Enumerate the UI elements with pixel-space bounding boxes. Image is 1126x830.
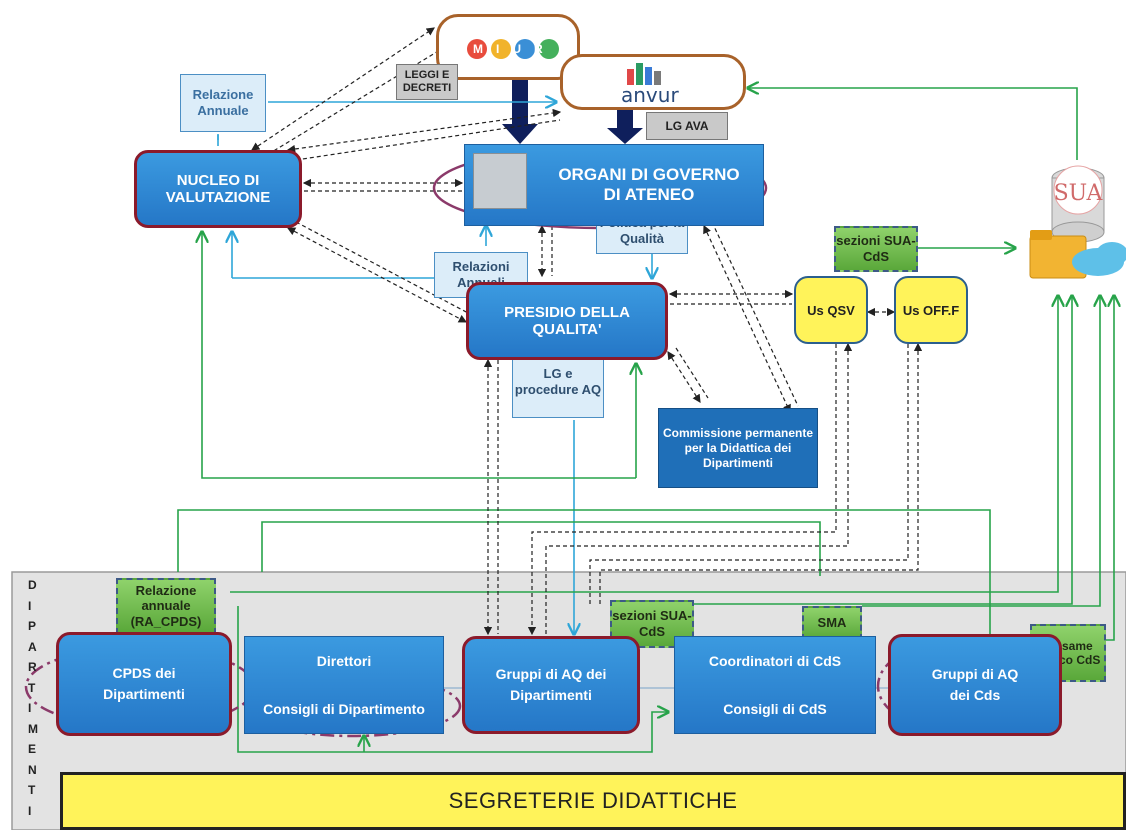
dashed-arrows — [251, 27, 923, 636]
coordinatori-consigli-node[interactable]: Coordinatori di CdS Consigli di CdS — [674, 636, 876, 734]
anvur-logo-icon — [627, 61, 663, 85]
dipartimenti-letter: I — [28, 701, 32, 715]
dipartimenti-letter: I — [28, 598, 32, 613]
us-qsv-node[interactable]: Us QSV — [794, 276, 868, 344]
organi-governo-label: ORGANI DI GOVERNO DI ATENEO — [558, 165, 740, 204]
sua-logo-text: SUA — [1054, 181, 1104, 206]
dipartimenti-letter: E — [28, 742, 37, 756]
ateneo-seal-icon — [473, 153, 527, 209]
relazione-annuale-note: Relazione Annuale — [180, 74, 266, 132]
coordinatori-label: Coordinatori di CdS — [708, 653, 842, 669]
us-off-node[interactable]: Us OFF.F — [894, 276, 968, 344]
dipartimenti-letter: N — [28, 762, 37, 777]
commissione-didattica-node[interactable]: Commissione permanente per la Didattica … — [658, 408, 818, 488]
lg-ava-note: LG AVA — [646, 112, 728, 140]
segreterie-didattiche-bar[interactable]: SEGRETERIE DIDATTICHE — [60, 772, 1126, 830]
dipartimenti-letter: R — [28, 660, 37, 674]
miur-logo-text: MIUR — [473, 42, 556, 56]
dipartimenti-letter: T — [28, 783, 36, 797]
direttori-label: Direttori — [316, 653, 372, 669]
nucleo-valutazione-node[interactable]: NUCLEO DI VALUTAZIONE — [134, 150, 302, 228]
cpds-node[interactable]: CPDS dei Dipartimenti — [56, 632, 232, 736]
consigli-dipartimento-label: Consigli di Dipartimento — [263, 701, 425, 717]
consigli-cds-label: Consigli di CdS — [723, 701, 827, 717]
gruppi-aq-cds-node[interactable]: Gruppi di AQ dei Cds — [888, 634, 1062, 736]
anvur-logo-text: anvur — [621, 83, 679, 107]
dipartimenti-letter: M — [28, 721, 38, 736]
relazione-annuale-cpds-note: Relazione annuale (RA_CPDS) — [116, 578, 216, 634]
direttori-consigli-node[interactable]: Direttori Consigli di Dipartimento — [244, 636, 444, 734]
dipartimenti-letter: P — [28, 619, 37, 633]
gruppi-aq-dipartimenti-node[interactable]: Gruppi di AQ dei Dipartimenti — [462, 636, 640, 734]
dipartimenti-letter: D — [28, 578, 37, 592]
anvur-logo-box: anvur — [560, 54, 746, 110]
sua-database-icon — [1029, 165, 1126, 279]
miur-logo-box: MIUR — [436, 14, 580, 80]
dipartimenti-letter: I — [28, 803, 32, 818]
dipartimenti-letter: A — [28, 639, 37, 654]
organi-governo-node[interactable]: ORGANI DI GOVERNO DI ATENEO — [464, 144, 764, 226]
leggi-decreti-note: LEGGI E DECRETI — [396, 64, 458, 100]
sezioni-sua-cds-top-note: sezioni SUA-CdS — [834, 226, 918, 272]
presidio-qualita-node[interactable]: PRESIDIO DELLA QUALITA' — [466, 282, 668, 360]
dipartimenti-letter: T — [28, 680, 36, 695]
sma-note: SMA — [802, 606, 862, 640]
miur-logo — [467, 39, 559, 59]
